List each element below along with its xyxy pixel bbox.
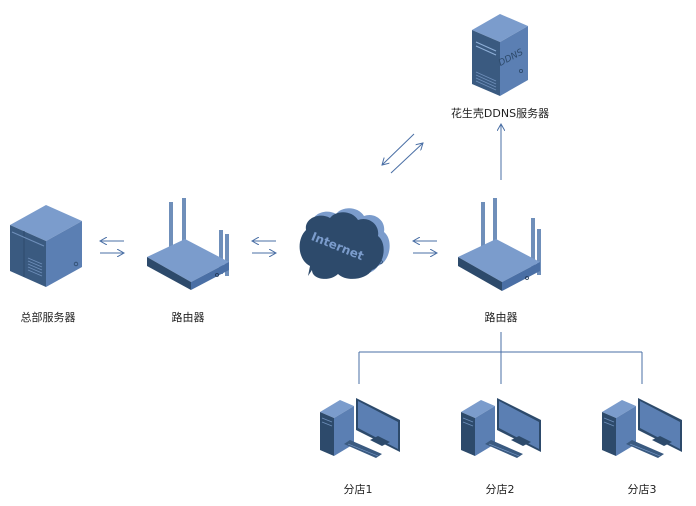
branch1-pc-icon[interactable] xyxy=(320,398,400,458)
ddns-server-icon[interactable]: DDNS xyxy=(472,14,528,96)
hq-server-icon[interactable] xyxy=(10,205,82,287)
branch3-label: 分店3 xyxy=(627,483,657,496)
branch2-label: 分店2 xyxy=(485,483,515,496)
router-left-label: 路由器 xyxy=(171,311,205,324)
branch2-pc-icon[interactable] xyxy=(461,398,541,458)
arrow-ddns-to-internet xyxy=(382,133,415,165)
router-left-icon[interactable] xyxy=(147,198,229,290)
hq-server-label: 总部服务器 xyxy=(20,311,76,324)
internet-cloud-icon[interactable]: Internet xyxy=(299,208,390,279)
branch3-pc-icon[interactable] xyxy=(602,398,682,458)
router-right-icon[interactable] xyxy=(458,198,541,291)
branch1-label: 分店1 xyxy=(343,483,373,496)
router-right-label: 路由器 xyxy=(484,311,518,324)
arrow-internet-to-ddns xyxy=(390,143,423,174)
branch-connectors xyxy=(358,332,643,384)
ddns-server-label: 花生壳DDNS服务器 xyxy=(450,107,550,120)
